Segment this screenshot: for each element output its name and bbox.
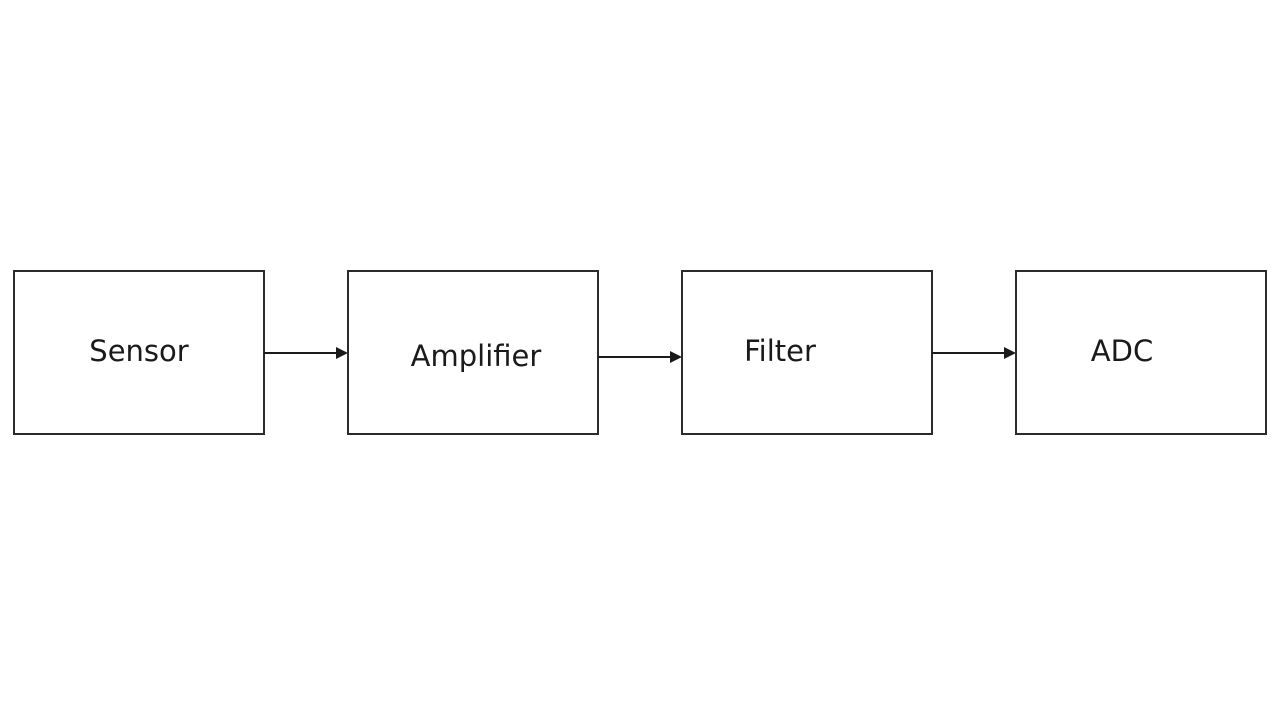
arrow-head-icon — [670, 351, 682, 363]
block-adc-label: ADC — [1091, 334, 1153, 368]
block-sensor-box — [13, 270, 265, 435]
block-amplifier: Amplifier — [347, 270, 599, 435]
arrow-head-icon — [1004, 347, 1016, 359]
block-amplifier-label: Amplifier — [411, 339, 542, 373]
block-amplifier-box — [347, 270, 599, 435]
arrow-sensor-to-amplifier — [264, 347, 348, 359]
block-sensor: Sensor — [13, 270, 265, 435]
block-filter: Filter — [681, 270, 933, 435]
block-filter-label: Filter — [744, 334, 816, 368]
arrow-filter-to-adc — [932, 347, 1016, 359]
block-filter-box — [681, 270, 933, 435]
block-adc-box — [1015, 270, 1267, 435]
block-adc: ADC — [1015, 270, 1267, 435]
arrow-head-icon — [336, 347, 348, 359]
block-sensor-label: Sensor — [89, 334, 188, 368]
arrow-amplifier-to-filter — [598, 351, 682, 363]
